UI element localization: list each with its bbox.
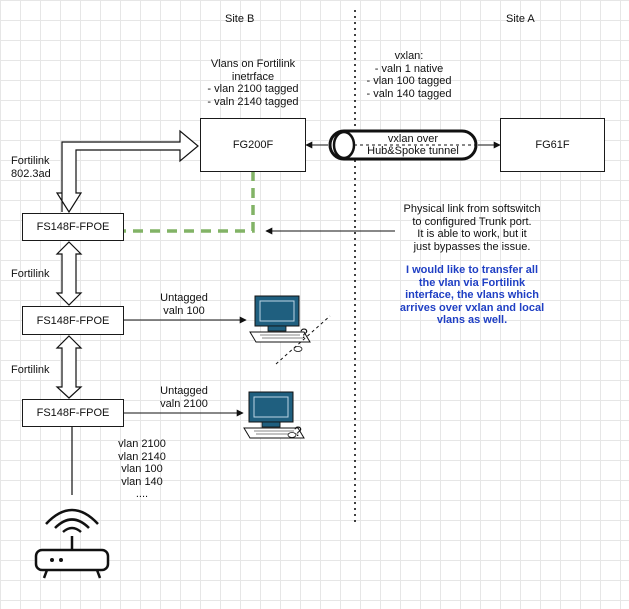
site-b-label: Site B — [225, 13, 255, 25]
question-mark-icon: ? — [294, 423, 302, 439]
fortilink-802-3ad-arrow — [55, 129, 199, 214]
untagged-100-label: Untagged valn 100 — [152, 292, 216, 317]
untagged-line: valn 100 — [163, 304, 205, 317]
fg61f-device[interactable]: FG61F — [500, 118, 605, 172]
vxlan-vlans-line: vxlan: — [394, 50, 424, 62]
trunk-vlans-label: vlan 2100 vlan 2140 vlan 100 vlan 140 ..… — [112, 438, 172, 501]
untagged-line: valn 2100 — [160, 397, 208, 410]
trunk-vlan-line: .... — [135, 488, 149, 500]
question-line: vlans as well. — [436, 314, 508, 326]
fortiswitch-3[interactable]: FS148F-FPOE — [22, 399, 124, 427]
note-line: just bypasses the issue. — [413, 240, 531, 253]
site-a-label: Site A — [506, 13, 535, 25]
fortilink-double-arrow-1 — [55, 241, 83, 306]
fortiswitch-2[interactable]: FS148F-FPOE — [22, 306, 124, 335]
fortilink-802-3ad-label: Fortilink 802.3ad — [11, 155, 51, 180]
computer-icon — [249, 295, 311, 352]
tunnel-label: vxlan over Hub&Spoke tunnel — [350, 133, 476, 157]
vxlan-vlans-line: - valn 1 native — [374, 62, 444, 75]
fortilink-label: Fortilink — [11, 364, 50, 376]
fortilink-label: Fortilink — [11, 268, 50, 280]
untagged-line: Untagged — [160, 292, 208, 304]
fortilink-vlans-line: - valn 2140 tagged — [207, 95, 299, 108]
question-line: arrives over vxlan and local — [399, 301, 545, 314]
wifi-router-icon — [34, 508, 110, 579]
tunnel-label-line: Hub&Spoke tunnel — [367, 145, 459, 157]
trunk-vlan-line: vlan 2100 — [118, 438, 166, 450]
trunk-vlan-line: vlan 100 — [121, 463, 163, 475]
untagged-2100-label: Untagged valn 2100 — [150, 385, 218, 410]
svg-text:?: ? — [300, 325, 308, 341]
fortilink-vlans-line: - vlan 2100 tagged — [207, 83, 299, 95]
fortilink-vlans-label: Vlans on Fortilink inetrface - vlan 2100… — [198, 58, 308, 108]
vxlan-vlans-line: - valn 140 tagged — [366, 87, 452, 100]
note-line: It is able to work, but it — [417, 228, 527, 240]
question-line: the vlan via Fortilink — [418, 276, 526, 289]
vxlan-vlans-line: - vlan 100 tagged — [366, 75, 452, 87]
vxlan-vlans-label: vxlan: - valn 1 native - vlan 100 tagged… — [354, 50, 464, 100]
computer-icon — [243, 391, 305, 439]
note-line: Physical link from softswitch — [403, 203, 541, 215]
untagged-line: Untagged — [160, 385, 208, 397]
fortilink-double-arrow-2 — [55, 335, 83, 399]
question-line: I would like to transfer all — [405, 264, 539, 276]
fg200f-device[interactable]: FG200F — [200, 118, 306, 172]
physical-link-note: Physical link from softswitch to configu… — [392, 203, 552, 253]
tunnel-label-line: vxlan over — [387, 133, 439, 145]
trunk-vlan-line: vlan 140 — [121, 475, 163, 488]
vxlan-tunnel — [328, 129, 478, 161]
question-line: interface, the vlans which — [405, 289, 539, 301]
fortilink-label-line: 802.3ad — [11, 167, 51, 180]
note-line: to configured Trunk port. — [412, 215, 532, 228]
fortilink-vlans-line: inetrface — [231, 70, 275, 83]
question-mark-icon: ? — [275, 315, 331, 365]
physical-link-green — [124, 171, 255, 233]
fortiswitch-1[interactable]: FS148F-FPOE — [22, 213, 124, 241]
trunk-vlan-line: vlan 2140 — [118, 450, 166, 463]
fortilink-vlans-line: Vlans on Fortilink — [210, 58, 296, 70]
question-note: I would like to transfer all the vlan vi… — [392, 264, 552, 327]
fortilink-label-line: Fortilink — [11, 155, 50, 167]
